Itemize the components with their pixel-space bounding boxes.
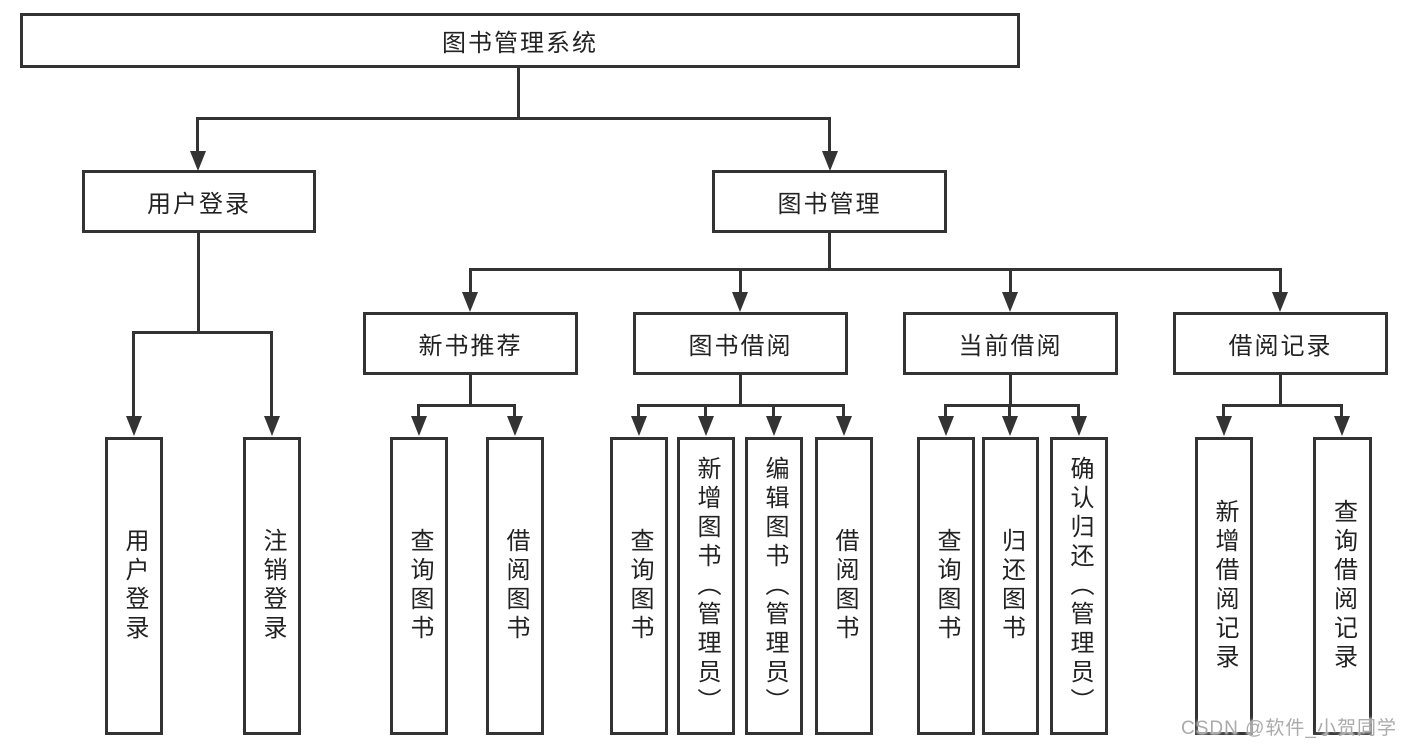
connector-book-mgmt-branch <box>469 268 1282 271</box>
connector-to-leaf-login <box>132 331 135 417</box>
node-book-borrow: 图书借阅 <box>633 312 848 375</box>
arrowhead-leaf-logout <box>264 416 280 436</box>
leaf-br-query-record: 查询借阅记录 <box>1313 437 1372 735</box>
leaf-nb-borrow-books: 借阅图书 <box>486 437 544 735</box>
arrowhead-user-login <box>190 151 206 171</box>
node-borrow-records: 借阅记录 <box>1173 312 1388 375</box>
connector-new-book-branch <box>417 404 516 407</box>
connector-current-borrow-branch <box>944 404 1080 407</box>
leaf-nb-query-books: 查询图书 <box>390 437 448 735</box>
arrowhead-cb-confirm <box>1071 416 1087 436</box>
connector-book-mgmt-stem <box>828 233 831 271</box>
arrowhead-bb-borrow <box>836 416 852 436</box>
connector-stub <box>1340 404 1343 418</box>
leaf-bb-edit-books-admin: 编辑图书（管理员） <box>745 437 803 735</box>
arrowhead-bb-add <box>698 416 714 436</box>
connector-stub <box>704 404 707 418</box>
connector-current-borrow-stem <box>1009 375 1012 407</box>
connector-to-book-borrow <box>739 268 742 294</box>
arrowhead-nb-query <box>411 416 427 436</box>
connector-new-book-stem <box>469 375 472 407</box>
connector-root-branch <box>196 117 831 120</box>
leaf-bb-borrow-books: 借阅图书 <box>815 437 873 735</box>
connector-to-user-login <box>196 117 199 153</box>
arrowhead-nb-borrow <box>507 416 523 436</box>
node-new-book-recommend: 新书推荐 <box>363 312 578 375</box>
connector-stub <box>772 404 775 418</box>
connector-book-borrow-branch <box>637 404 845 407</box>
leaf-logout: 注销登录 <box>243 437 301 735</box>
leaf-bb-add-books-admin: 新增图书（管理员） <box>677 437 735 735</box>
leaf-bb-query-books: 查询图书 <box>610 437 668 735</box>
node-library-management-system: 图书管理系统 <box>20 13 1020 68</box>
node-current-borrow: 当前借阅 <box>903 312 1118 375</box>
arrowhead-book-borrow <box>732 292 748 312</box>
connector-stub <box>637 404 640 418</box>
arrowhead-cb-return <box>1002 416 1018 436</box>
connector-stub <box>1077 404 1080 418</box>
arrowhead-new-book <box>462 292 478 312</box>
connector-borrow-records-branch <box>1222 404 1343 407</box>
arrowhead-bb-edit <box>766 416 782 436</box>
leaf-cb-query-books: 查询图书 <box>917 437 975 735</box>
connector-user-login-stem <box>197 233 200 334</box>
leaf-br-add-record: 新增借阅记录 <box>1195 437 1253 735</box>
arrowhead-leaf-login <box>126 416 142 436</box>
connector-stub <box>513 404 516 418</box>
connector-root-stem <box>517 68 520 120</box>
arrowhead-bb-query <box>631 416 647 436</box>
connector-to-leaf-logout <box>270 331 273 417</box>
arrowhead-br-query <box>1334 416 1350 436</box>
arrowhead-borrow-records <box>1272 292 1288 312</box>
arrowhead-book-management <box>822 151 838 171</box>
connector-stub <box>842 404 845 418</box>
leaf-cb-return-books: 归还图书 <box>982 437 1039 735</box>
connector-stub <box>944 404 947 418</box>
connector-stub <box>1222 404 1225 418</box>
csdn-watermark: CSDN @软件_小贺同学 <box>1181 718 1397 739</box>
leaf-user-login: 用户登录 <box>105 437 163 735</box>
arrowhead-cb-query <box>938 416 954 436</box>
connector-user-login-branch <box>132 331 273 334</box>
connector-stub <box>1008 404 1011 418</box>
connector-to-current-borrow <box>1009 268 1012 294</box>
node-user-login: 用户登录 <box>82 170 316 233</box>
node-book-management: 图书管理 <box>712 170 947 233</box>
connector-to-new-book <box>469 268 472 294</box>
connector-borrow-records-stem <box>1279 375 1282 407</box>
leaf-cb-confirm-return-admin: 确认归还（管理员） <box>1050 437 1108 735</box>
connector-to-book-management <box>828 117 831 153</box>
connector-book-borrow-stem <box>739 375 742 407</box>
connector-stub <box>417 404 420 418</box>
connector-to-borrow-records <box>1279 268 1282 294</box>
arrowhead-br-add <box>1216 416 1232 436</box>
arrowhead-current-borrow <box>1002 292 1018 312</box>
